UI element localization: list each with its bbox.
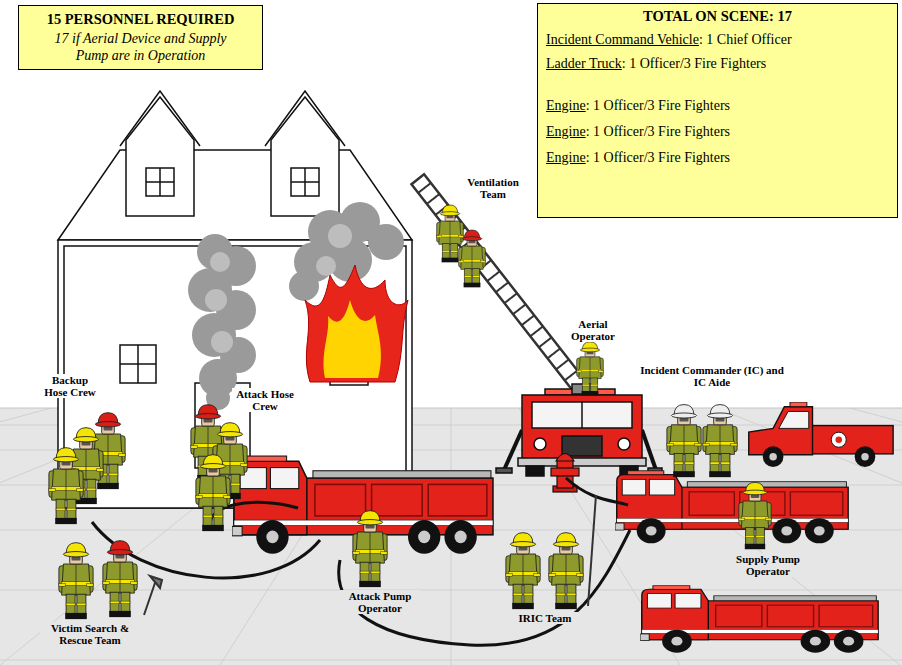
house-part	[58, 240, 412, 508]
info-box: 15 PERSONNEL REQUIRED 17 if Aerial Device…	[18, 5, 263, 70]
ground-floor-part-part	[451, 408, 902, 665]
smoke-part-part	[316, 256, 336, 276]
ladder-truck-part	[581, 402, 583, 428]
firefighter	[353, 511, 387, 587]
hose-lines	[92, 478, 630, 645]
ladder-truck-part	[518, 458, 646, 466]
firefighter	[103, 541, 137, 617]
smoke-part-part	[328, 224, 352, 248]
ladder-truck-part	[522, 395, 642, 462]
vehicle-name: Engine	[546, 150, 586, 165]
box-line: Incident Command Vehicle: 1 Chief Office…	[546, 31, 889, 49]
firefighter	[59, 543, 93, 619]
ladder-truck-part	[496, 468, 512, 473]
house-part	[120, 345, 156, 383]
box-heading: 15 PERSONNEL REQUIRED	[27, 11, 254, 28]
firefighter	[667, 405, 701, 478]
ground-floor-part-part	[451, 408, 902, 665]
role-label: Supply Pump Operator	[728, 553, 808, 577]
ladder-truck-part	[532, 402, 632, 428]
role-label: Aerial Operator	[565, 318, 621, 342]
house-part	[291, 181, 319, 183]
smoke-part-part	[188, 268, 232, 312]
info-box: TOTAL ON SCENE: 17 Incident Command Vehic…	[537, 3, 898, 218]
vehicle-crew: : 1 Officer/3 Fire Fighters	[622, 56, 766, 71]
house-part	[291, 168, 319, 196]
role-label: IRIC Team	[500, 612, 590, 624]
ladder-truck	[496, 384, 662, 476]
vehicle-crew: : 1 Chief Officer	[699, 32, 792, 47]
role-label: Victim Search & Rescue Team	[40, 622, 140, 646]
ground-floor-part-part	[451, 408, 900, 665]
vehicle-crew: : 1 Officer/3 Fire Fighters	[586, 98, 730, 113]
vehicles	[232, 402, 893, 653]
box-heading: TOTAL ON SCENE: 17	[546, 8, 889, 25]
fire-part	[324, 300, 381, 378]
role-label: Backup Hose Crew	[42, 374, 98, 398]
hydrant-part	[551, 468, 579, 476]
smoke-part-part	[368, 224, 404, 260]
vehicle-name: Incident Command Vehicle	[546, 32, 699, 47]
box-line: 17 if Aerial Device and Supply Pump are …	[50, 30, 232, 64]
box-line: Engine: 1 Officer/3 Fire Fighters	[546, 123, 889, 141]
ladder-truck-part	[618, 438, 630, 450]
firefighter	[196, 455, 230, 531]
tools-part	[588, 495, 596, 606]
firefighter	[506, 533, 540, 609]
smoke-part-part	[210, 252, 230, 272]
smoke-part-part	[205, 289, 227, 311]
house-part	[126, 97, 194, 216]
box-line: Ladder Truck: 1 Officer/3 Fire Fighters	[546, 55, 889, 73]
vehicle-crew: : 1 Officer/3 Fire Fighters	[586, 150, 730, 165]
house-part	[146, 181, 174, 183]
smoke-part-part	[211, 331, 233, 353]
hose-lines-part	[566, 478, 628, 505]
command-vehicle	[749, 402, 893, 467]
role-label: Attack Pump Operator	[340, 590, 420, 614]
vehicle-name: Ladder Truck	[546, 56, 622, 71]
firefighter	[49, 448, 83, 524]
fire	[305, 265, 408, 382]
house	[58, 91, 412, 508]
ladder-truck-part	[534, 438, 546, 450]
supply-engine	[615, 471, 848, 544]
vehicle-crew: : 1 Officer/3 Fire Fighters	[586, 124, 730, 139]
fire-part	[305, 265, 408, 382]
house-part	[120, 363, 156, 365]
smoke-part-part	[289, 271, 319, 301]
firefighter	[459, 230, 486, 287]
vehicle-name: Engine	[546, 98, 586, 113]
house-part	[146, 168, 174, 196]
firefighter	[739, 482, 771, 549]
firefighter	[703, 405, 737, 478]
box-line: Engine: 1 Officer/3 Fire Fighters	[546, 97, 889, 115]
house-part	[120, 91, 200, 146]
engine	[640, 586, 878, 653]
firefighter	[549, 533, 583, 609]
role-label: Incident Commander (IC) and IC Aide	[637, 364, 787, 388]
firefighters	[49, 205, 771, 619]
ladder-truck-part	[526, 466, 544, 476]
box-line: Engine: 1 Officer/3 Fire Fighters	[546, 149, 889, 167]
hydrant-part	[556, 454, 574, 462]
tools-part	[150, 576, 162, 588]
tools-part	[144, 580, 156, 615]
vehicle-name: Engine	[546, 124, 586, 139]
role-label: Attack Hose Crew	[232, 388, 298, 412]
ground-floor-part-part	[0, 660, 902, 661]
house-part	[265, 91, 345, 146]
ladder-truck-part	[562, 436, 602, 456]
role-label: Ventilation Team	[462, 176, 524, 200]
house-part	[271, 97, 339, 216]
firefighter	[577, 342, 604, 396]
